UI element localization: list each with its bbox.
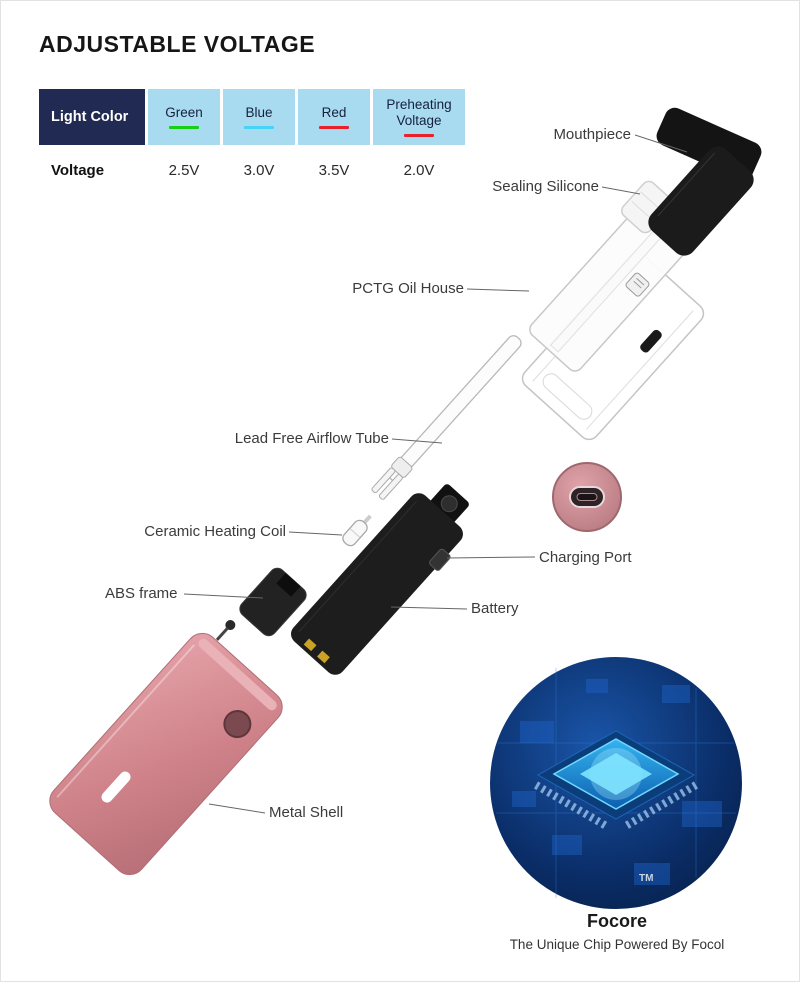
label-abs-frame: ABS frame [105, 585, 178, 602]
column-label: Blue [245, 105, 273, 121]
chip-name: Focore [586, 911, 647, 931]
chip-image [490, 657, 742, 909]
mouthpiece-shape [648, 107, 762, 256]
voltage-row-header: Voltage [39, 148, 145, 192]
page-title: ADJUSTABLE VOLTAGE [39, 31, 316, 57]
column-header-red: Red [298, 89, 370, 145]
airflow-tube-shape [371, 335, 522, 500]
label-charging-port: Charging Port [539, 549, 632, 566]
red-line-swatch [319, 125, 349, 129]
voltage-table: Light Color Green Blue Red Preheating Vo… [39, 89, 465, 192]
abs-frame-shape [239, 567, 307, 637]
trademark-symbol: TM [639, 873, 654, 884]
column-header-green: Green [148, 89, 220, 145]
battery-shape [291, 484, 469, 675]
screw-shape [215, 620, 236, 641]
chip-tagline: The Unique Chip Powered By Focol [509, 937, 725, 952]
chip-caption: Focore The Unique Chip Powered By Focol [456, 911, 778, 952]
label-sealing-silicone: Sealing Silicone [492, 178, 599, 195]
label-airflow-tube: Lead Free Airflow Tube [234, 430, 389, 447]
voltage-value-preheating: 2.0V [373, 148, 465, 192]
voltage-value-red: 3.5V [298, 148, 370, 192]
blue-line-swatch [244, 125, 274, 129]
ceramic-coil-shape [342, 514, 372, 547]
label-battery: Battery [471, 600, 519, 617]
label-pctg-oil-house: PCTG Oil House [352, 280, 464, 297]
label-mouthpiece: Mouthpiece [553, 126, 631, 143]
voltage-value-blue: 3.0V [223, 148, 295, 192]
voltage-value-green: 2.5V [148, 148, 220, 192]
leader-lines [183, 134, 688, 814]
column-label: Preheating Voltage [386, 97, 452, 128]
preheating-line-swatch [404, 133, 434, 137]
label-metal-shell: Metal Shell [269, 804, 344, 821]
label-ceramic-coil: Ceramic Heating Coil [144, 523, 286, 540]
column-label: Green [165, 105, 203, 121]
light-color-header: Light Color [39, 89, 145, 145]
column-header-preheating: Preheating Voltage [373, 89, 465, 145]
green-line-swatch [169, 125, 199, 129]
charging-port-inset [552, 462, 622, 532]
column-label: Red [321, 105, 347, 121]
column-header-blue: Blue [223, 89, 295, 145]
metal-shell-shape [49, 632, 283, 876]
